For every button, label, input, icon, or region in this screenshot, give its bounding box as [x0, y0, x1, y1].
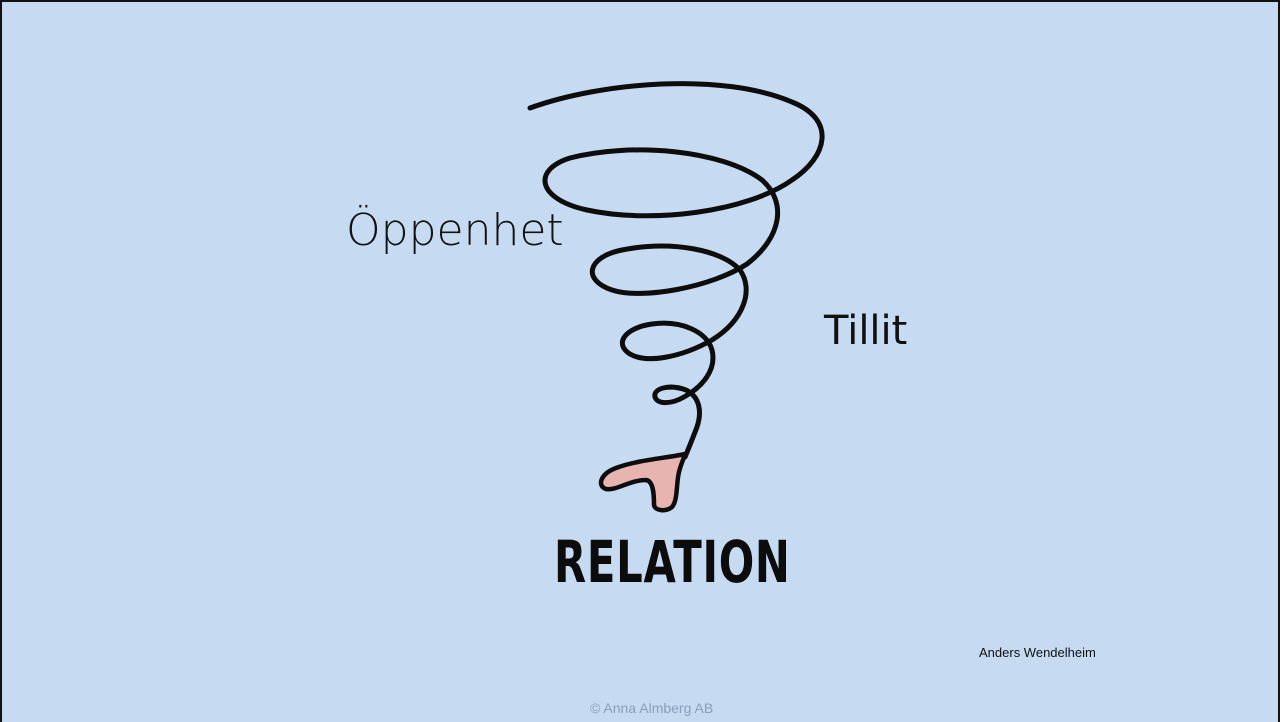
- author-credit: Anders Wendelheim: [979, 645, 1096, 660]
- label-trust: Tillit: [824, 308, 908, 354]
- tornado-spiral-icon: [527, 81, 825, 460]
- copyright-notice: © Anna Almberg AB: [590, 700, 714, 716]
- label-relation: RELATION: [554, 528, 791, 596]
- funnel-tip-icon: [598, 451, 688, 513]
- label-openness: Öppenhet: [346, 205, 564, 256]
